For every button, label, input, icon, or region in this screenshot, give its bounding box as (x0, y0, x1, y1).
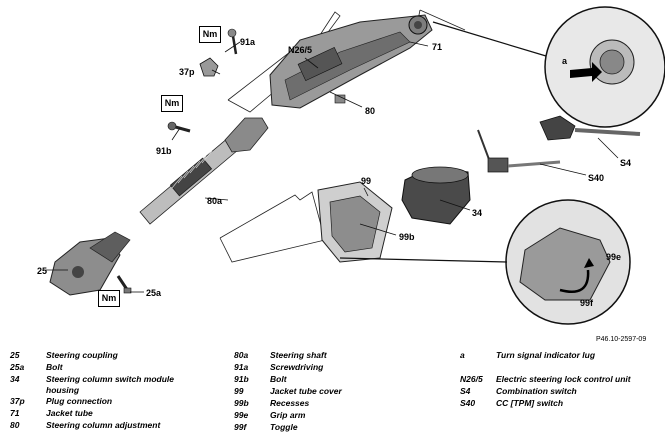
callout-71: 71 (432, 42, 443, 52)
assembly-outline-lower (219, 191, 326, 263)
switch-module-housing (401, 166, 471, 225)
callout-99e: 99e (606, 252, 622, 262)
steering-shaft (139, 117, 269, 225)
jacket-tube (269, 14, 433, 109)
callout-s40: S40 (588, 173, 605, 183)
detail-circle-grip-arm (339, 199, 631, 325)
cc-switch (477, 129, 561, 173)
callout-99: 99 (361, 176, 372, 186)
callout-37p: 37p (179, 67, 195, 77)
callout-91a: 91a (240, 37, 256, 47)
torque-marker-bottom: Nm (98, 290, 120, 307)
callout-91b: 91b (156, 146, 172, 156)
callout-99b: 99b (399, 232, 415, 242)
exploded-view-illustration (46, 6, 665, 325)
callout-34: 34 (472, 208, 483, 218)
callout-s4: S4 (620, 158, 632, 168)
jacket-tube-cover (317, 181, 393, 263)
steering-coupling (49, 231, 131, 296)
leader-lines (46, 41, 619, 293)
callout-a: a (562, 56, 568, 66)
callout-80: 80 (365, 106, 376, 116)
torque-marker-top: Nm (199, 26, 221, 43)
bolt-91b (167, 121, 191, 133)
callout-n26-5: N26/5 (288, 45, 313, 55)
callout-99f: 99f (580, 298, 594, 308)
torque-marker-middle: Nm (161, 95, 183, 112)
figure-reference: P46.10-2597-09 (596, 336, 647, 343)
plug-connection (199, 57, 219, 77)
callout-80a: 80a (207, 196, 223, 206)
screw-91a (227, 28, 238, 55)
combination-switch (539, 115, 641, 141)
callout-25a: 25a (146, 288, 162, 298)
detail-circle-turn-signal (432, 6, 665, 128)
callout-25: 25 (37, 266, 48, 276)
outline-link (419, 9, 466, 31)
bolt-25a (116, 275, 132, 294)
